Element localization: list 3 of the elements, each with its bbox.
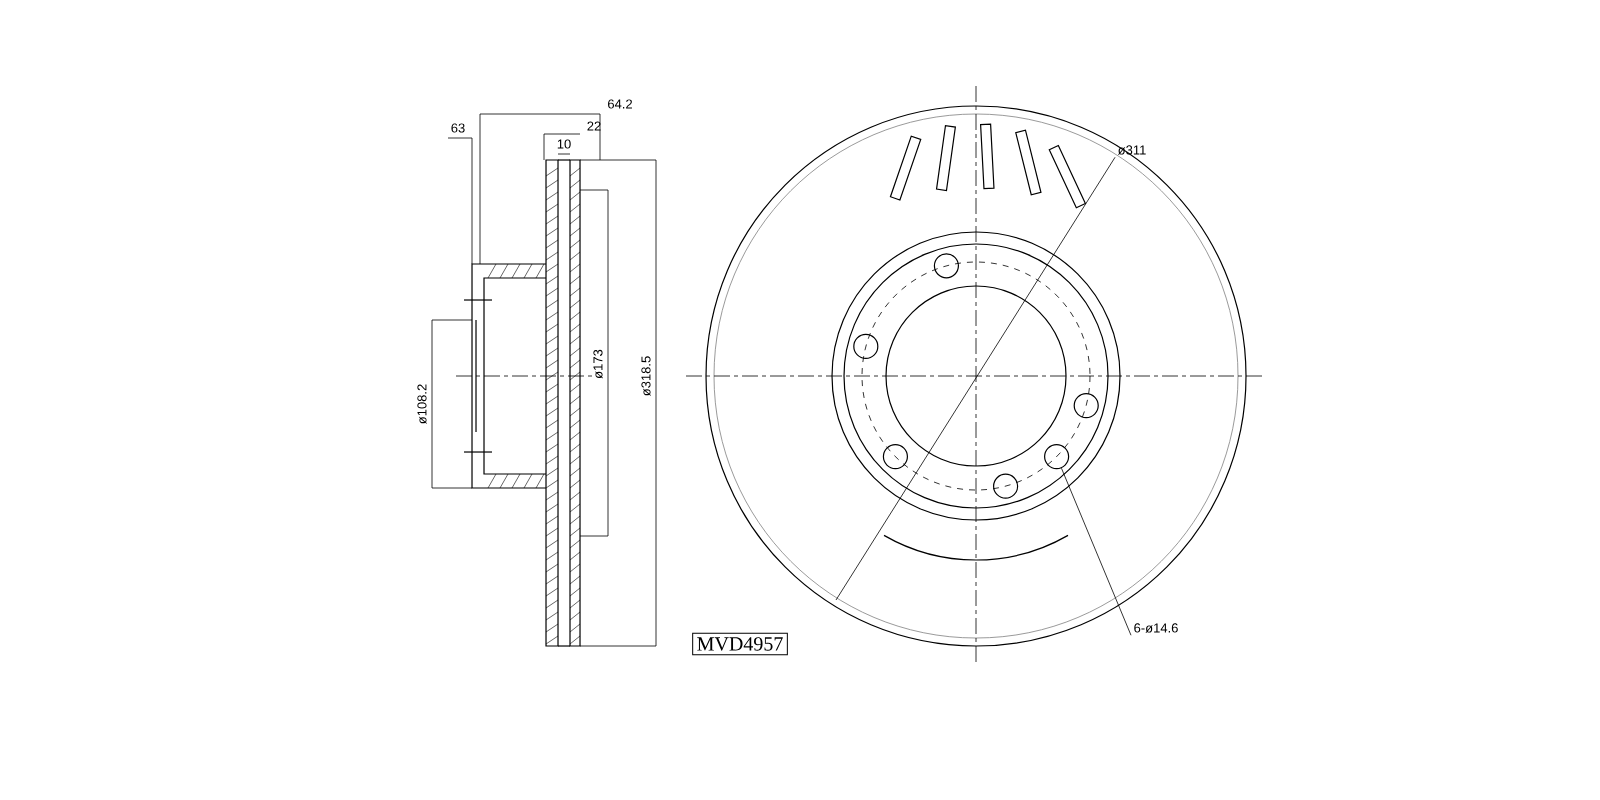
leader-line xyxy=(835,156,1116,601)
part-number-box: MVD4957 xyxy=(692,632,788,656)
bolt-hole xyxy=(1044,444,1070,470)
